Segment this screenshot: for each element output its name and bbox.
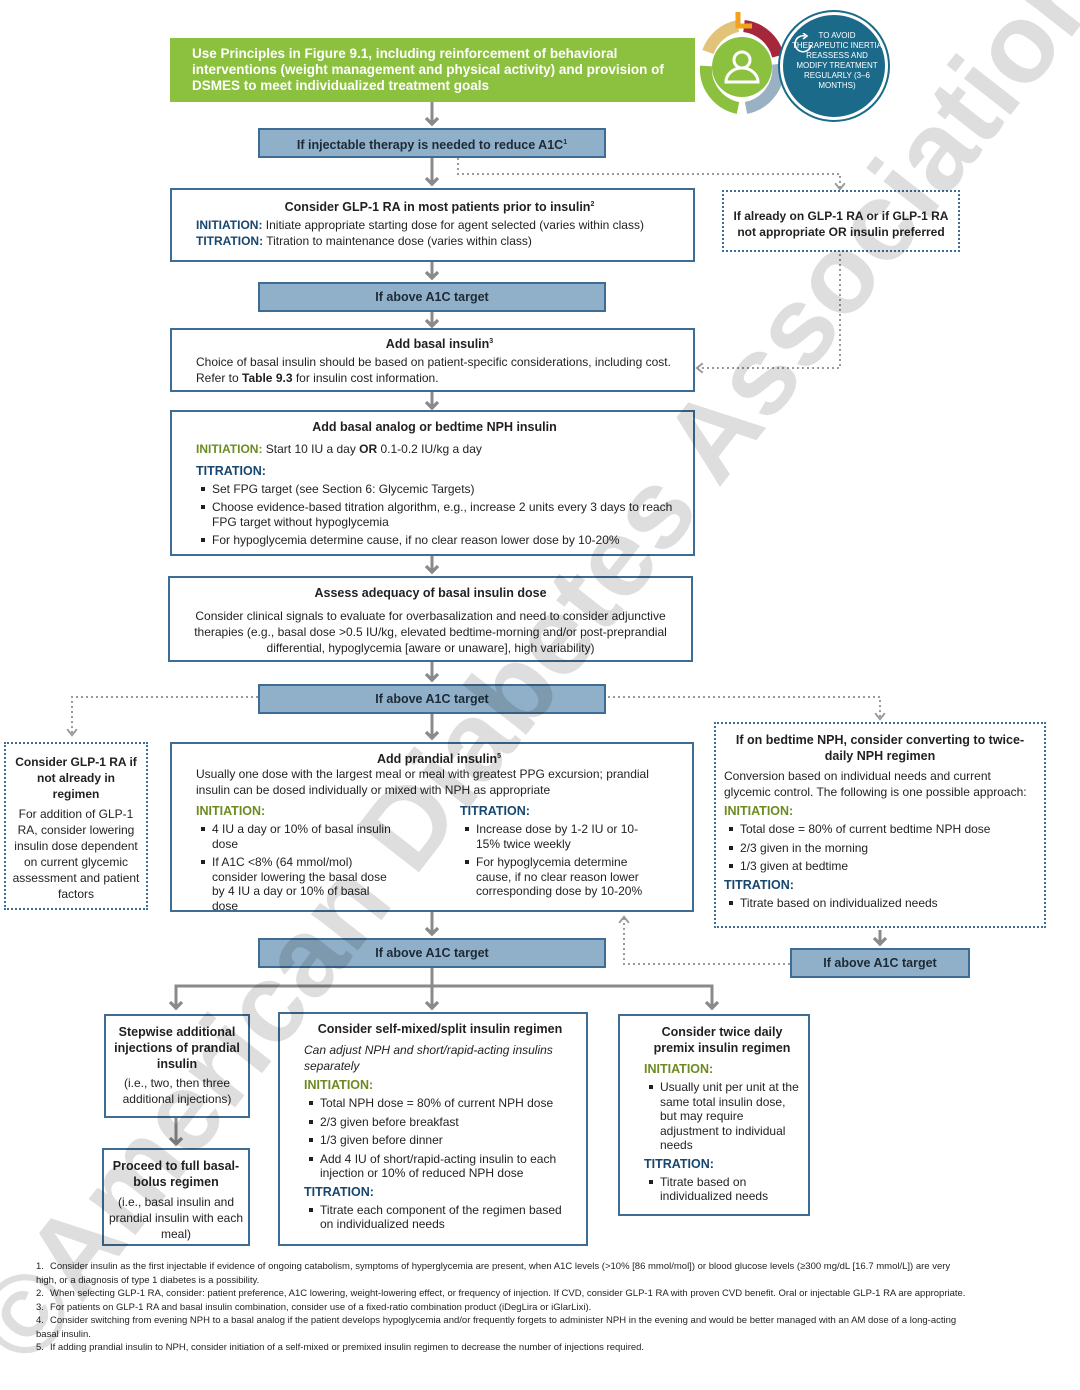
dotted-gate-to-prandial (618, 915, 790, 965)
list-item: Choose evidence-based titration algorith… (196, 500, 673, 529)
prandial-titration-list: Increase dose by 1-2 IU or 10-15% twice … (460, 822, 660, 899)
list-item: 1/3 given at bedtime (724, 859, 1036, 874)
gate-above-a1c-1: If above A1C target (258, 282, 606, 312)
dotted-gate-to-left-glp1 (66, 696, 258, 737)
self-mixed-initiation-list: Total NPH dose = 80% of current NPH dose… (304, 1096, 576, 1181)
basal-analog-initiation: INITIATION: Start 10 IU a day OR 0.1-0.2… (196, 442, 482, 456)
gate-above-a1c-4: If above A1C target (790, 948, 970, 978)
prandial-title: Add prandial insulin5 (376, 752, 502, 766)
dotted-gate-to-already (457, 158, 846, 191)
dotted-already-to-basal (695, 254, 841, 374)
full-basal-title: Proceed to full basal-bolus regimen (112, 1159, 240, 1189)
already-on-glp1-box: If already on GLP-1 RA or if GLP-1 RA no… (722, 190, 960, 252)
nph-initiation-label: INITIATION: (724, 804, 794, 818)
footnote: 5.If adding prandial insulin to NPH, con… (36, 1342, 645, 1353)
premix-box: Consider twice daily premix insulin regi… (618, 1014, 810, 1216)
self-mixed-initiation-label: INITIATION: (304, 1078, 374, 1092)
self-mixed-title: Consider self-mixed/split insulin regime… (317, 1022, 563, 1036)
basal-insulin-box: Add basal insulin3 Choice of basal insul… (170, 328, 695, 392)
dotted-gate-to-nph (608, 696, 886, 721)
premix-titration-list: Titrate based on individualized needs (644, 1175, 800, 1204)
list-item: 2/3 given in the morning (724, 841, 1036, 856)
list-item: Total dose = 80% of current bedtime NPH … (724, 822, 1036, 837)
patient-cycle-icon (694, 10, 790, 122)
glp1-titration: TITRATION: Titration to maintenance dose… (196, 233, 532, 248)
gate-injectable-text: If injectable therapy is needed to reduc… (296, 138, 564, 153)
basal-line1: Choice of basal insulin should be based … (196, 355, 671, 369)
assess-basal-box: Assess adequacy of basal insulin dose Co… (168, 576, 693, 662)
list-item: Increase dose by 1-2 IU or 10-15% twice … (460, 822, 660, 851)
list-item: If A1C <8% (64 mmol/mol) consider loweri… (196, 855, 396, 913)
footnotes: 1.Consider insulin as the first injectab… (36, 1260, 966, 1355)
nph-title: If on bedtime NPH, consider converting t… (735, 733, 1025, 763)
premix-titration-label: TITRATION: (644, 1156, 714, 1171)
self-mixed-titration-label: TITRATION: (304, 1184, 374, 1199)
therapeutic-inertia-badge: TO AVOID THERAPEUTIC INERTIA REASSESS AN… (780, 12, 888, 120)
prandial-insulin-box: Add prandial insulin5 Usually one dose w… (170, 742, 694, 913)
footnote: 1.Consider insulin as the first injectab… (36, 1261, 951, 1286)
list-item: 2/3 given before breakfast (304, 1115, 576, 1130)
inertia-text: TO AVOID THERAPEUTIC INERTIA REASSESS AN… (791, 31, 883, 90)
nph-intro: Conversion based on individual needs and… (724, 769, 1027, 799)
branch-line (168, 984, 720, 1011)
full-basal-bolus-box: Proceed to full basal-bolus regimen (i.e… (102, 1148, 250, 1246)
list-item: Usually unit per unit at the same total … (644, 1080, 800, 1153)
stepwise-text: (i.e., two, then three additional inject… (122, 1076, 232, 1106)
basal-line2: Refer to Table 9.3 for insulin cost info… (196, 370, 439, 385)
list-item: Total NPH dose = 80% of current NPH dose (304, 1096, 576, 1111)
gate-injectable-therapy: If injectable therapy is needed to reduc… (258, 128, 606, 158)
prandial-intro: Usually one dose with the largest meal o… (196, 767, 649, 797)
principles-banner: Use Principles in Figure 9.1, including … (170, 38, 695, 102)
bedtime-nph-box: If on bedtime NPH, consider converting t… (714, 722, 1046, 928)
prandial-initiation-label: INITIATION: (196, 804, 266, 818)
basal-analog-title: Add basal analog or bedtime NPH insulin (312, 420, 557, 434)
self-mixed-subtitle: Can adjust NPH and short/rapid-acting in… (304, 1043, 553, 1073)
list-item: For hypoglycemia determine cause, if no … (196, 533, 673, 548)
list-item: For hypoglycemia determine cause, if no … (460, 855, 660, 899)
premix-initiation-label: INITIATION: (644, 1062, 714, 1076)
nph-titration-list: Titrate based on individualized needs (724, 896, 1036, 911)
premix-title: Consider twice daily premix insulin regi… (653, 1025, 791, 1055)
basal-analog-bullets: Set FPG target (see Section 6: Glycemic … (196, 482, 673, 548)
glp1-initiation: INITIATION: Initiate appropriate startin… (196, 218, 644, 232)
footnote: 4.Consider switching from evening NPH to… (36, 1315, 957, 1340)
basal-title: Add basal insulin3 (385, 337, 494, 351)
glp1-title: Consider GLP-1 RA in most patients prior… (284, 200, 595, 214)
basal-analog-titration-label: TITRATION: (196, 463, 266, 478)
list-item: Set FPG target (see Section 6: Glycemic … (196, 482, 673, 497)
list-item: 1/3 given before dinner (304, 1133, 576, 1148)
prandial-initiation-list: 4 IU a day or 10% of basal insulin dose … (196, 822, 396, 913)
footnote: 3.For patients on GLP-1 RA and basal ins… (36, 1301, 592, 1313)
left-glp1-text: For addition of GLP-1 RA, consider lower… (12, 807, 140, 901)
list-item: Titrate based on individualized needs (644, 1175, 800, 1204)
list-item: 4 IU a day or 10% of basal insulin dose (196, 822, 396, 851)
list-item: Titrate based on individualized needs (724, 896, 1036, 911)
full-basal-text: (i.e., basal insulin and prandial insuli… (108, 1195, 244, 1241)
self-mixed-titration-list: Titrate each component of the regimen ba… (304, 1203, 576, 1232)
basal-analog-box: Add basal analog or bedtime NPH insulin … (170, 410, 695, 556)
stepwise-title: Stepwise additional injections of prandi… (114, 1025, 240, 1071)
assess-title: Assess adequacy of basal insulin dose (314, 586, 547, 600)
footnote: 2.When selecting GLP-1 RA, consider: pat… (36, 1288, 966, 1299)
list-item: Add 4 IU of short/rapid-acting insulin t… (304, 1152, 576, 1181)
premix-initiation-list: Usually unit per unit at the same total … (644, 1080, 800, 1153)
nph-titration-label: TITRATION: (724, 877, 794, 892)
list-item: Titrate each component of the regimen ba… (304, 1203, 576, 1232)
gate-above-a1c-2: If above A1C target (258, 684, 606, 714)
stepwise-prandial-box: Stepwise additional injections of prandi… (104, 1014, 250, 1118)
assess-text: Consider clinical signals to evaluate fo… (194, 609, 667, 655)
glp1-ra-box: Consider GLP-1 RA in most patients prior… (170, 188, 695, 262)
self-mixed-box: Consider self-mixed/split insulin regime… (278, 1012, 588, 1246)
prandial-titration-label: TITRATION: (460, 804, 530, 818)
footnote-ref: 1 (563, 139, 568, 146)
left-glp1-box: Consider GLP-1 RA if not already in regi… (4, 742, 148, 910)
nph-initiation-list: Total dose = 80% of current bedtime NPH … (724, 822, 1036, 874)
gate-above-a1c-3: If above A1C target (258, 938, 606, 968)
refresh-icon (794, 33, 812, 53)
left-glp1-title: Consider GLP-1 RA if not already in regi… (15, 755, 137, 801)
